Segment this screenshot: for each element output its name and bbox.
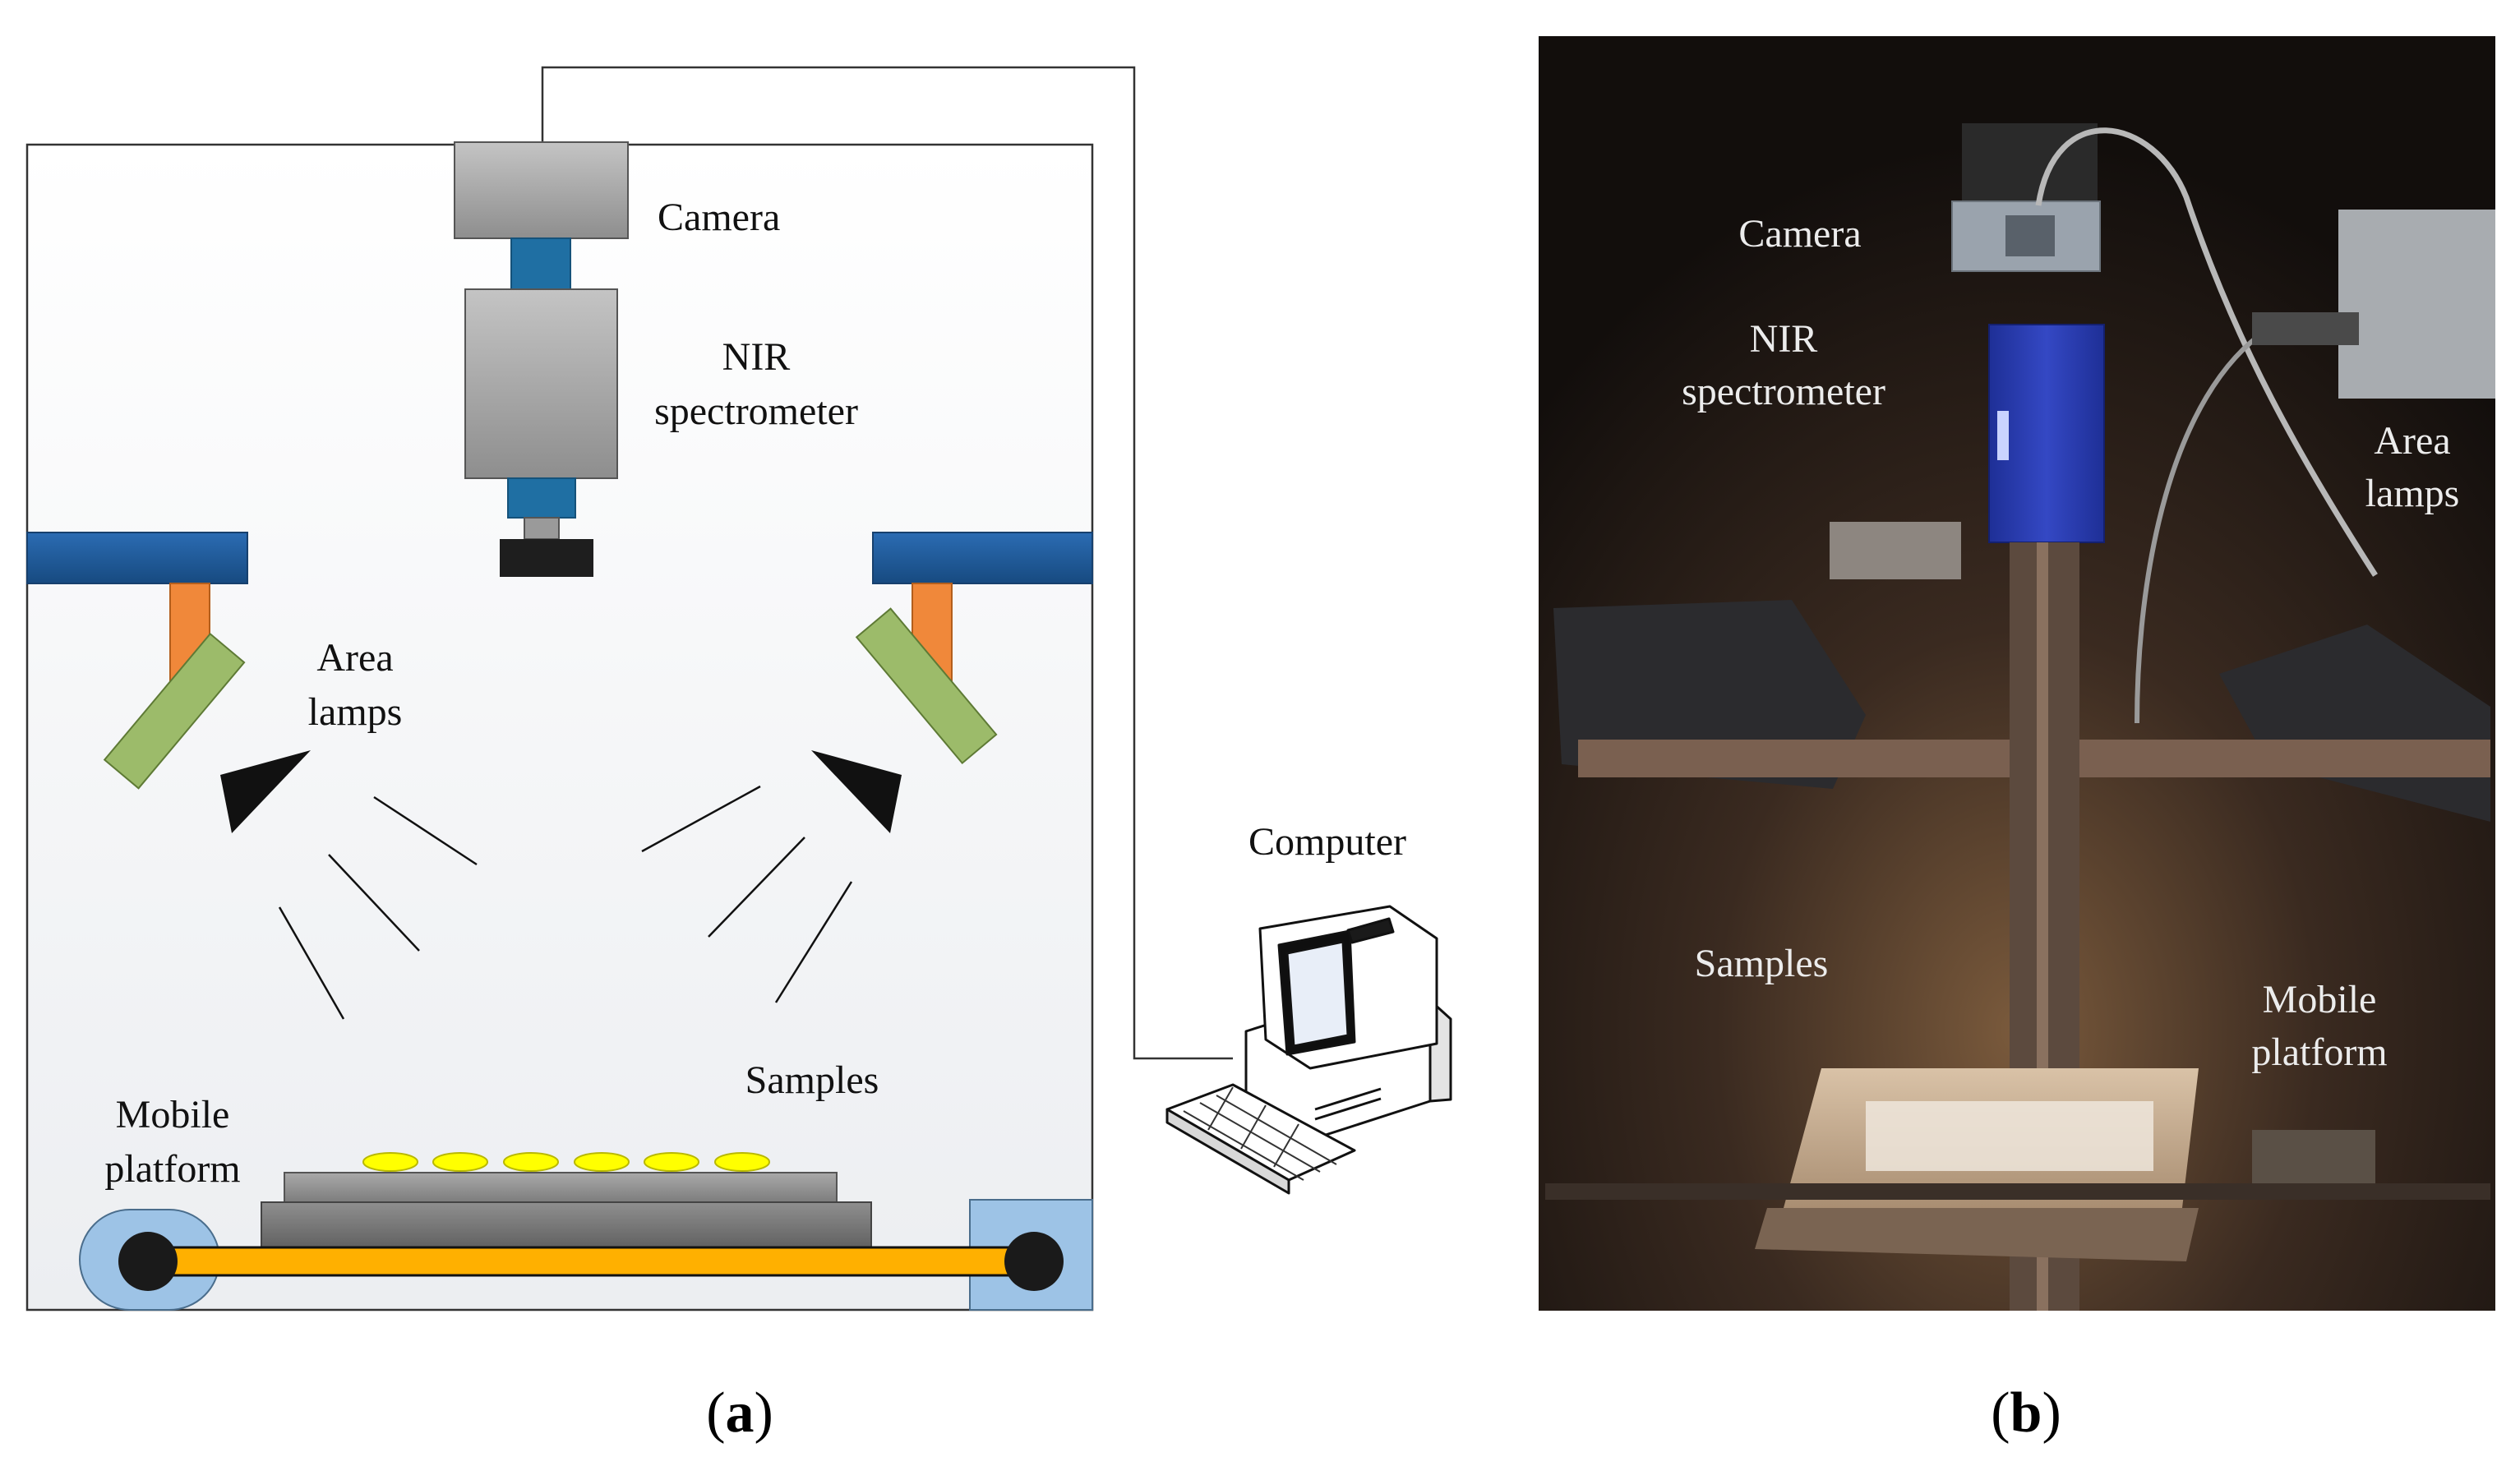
label-mobile: Mobile — [2263, 978, 2377, 1021]
label-nir: NIR — [722, 335, 791, 379]
sample-disc-icon — [714, 1152, 770, 1172]
label-samples: Samples — [1695, 942, 1829, 985]
lens-icon — [500, 539, 593, 577]
platform-base — [261, 1201, 872, 1254]
panel-a-schematic: Camera NIR spectrometer Area lamps Compu… — [25, 66, 1452, 1445]
label-lamps: lamps — [308, 690, 403, 734]
sample-tray — [284, 1172, 838, 1203]
spectrometer-icon — [464, 288, 618, 479]
caption-b-letter: b — [2010, 1381, 2042, 1445]
lamp-bar-left — [26, 532, 248, 584]
lens-mount — [507, 477, 576, 519]
label-area: Area — [316, 636, 393, 680]
lamp-bar-right — [872, 532, 1093, 584]
camera-icon — [454, 141, 629, 239]
caption-b-close: ) — [2042, 1381, 2061, 1445]
lamp-fixture — [2252, 312, 2359, 345]
samples — [362, 1152, 770, 1172]
label-samples: Samples — [745, 1058, 879, 1102]
label-spectrometer: spectrometer — [654, 390, 858, 433]
label-lamps: lamps — [2365, 472, 2460, 515]
spectrometer-label — [1997, 411, 2009, 460]
mounting-bracket — [1830, 522, 1961, 579]
label-camera: Camera — [1738, 212, 1861, 256]
panel-b-photo: Camera NIR spectrometer Area lamps Sampl… — [1539, 36, 2495, 1445]
camera-vent — [2005, 215, 2055, 256]
caption-b: (b) — [1991, 1381, 2061, 1445]
area-lamp-icon — [2338, 210, 2495, 399]
lamp-head-right — [811, 750, 902, 833]
sample-disc-icon — [574, 1152, 630, 1172]
fiber-cable — [2035, 127, 2378, 577]
label-spectrometer: spectrometer — [1682, 370, 1885, 413]
sample-disc-icon — [644, 1152, 699, 1172]
fiber-cable — [2135, 326, 2270, 724]
platform-base — [1755, 1208, 2199, 1261]
computer-icon — [1165, 905, 1452, 1195]
sample-disc-icon — [362, 1152, 418, 1172]
camera-coupler — [510, 237, 571, 290]
data-cable — [541, 66, 1233, 1060]
sample-grid — [1866, 1101, 2153, 1171]
label-computer: Computer — [1248, 820, 1406, 864]
area-lamp-icon — [103, 632, 246, 790]
area-lamp-icon — [855, 607, 998, 765]
conveyor-belt — [146, 1246, 1036, 1277]
caption-a-letter: a — [726, 1381, 755, 1445]
platform-motor — [2252, 1130, 2375, 1183]
lens-neck — [524, 517, 560, 540]
label-platform: platform — [2251, 1030, 2387, 1074]
sample-disc-icon — [432, 1152, 488, 1172]
lamp-head-left — [220, 750, 311, 833]
keyboard-icon — [1183, 1086, 1337, 1181]
caption-a-close: ) — [755, 1381, 773, 1445]
label-nir: NIR — [1750, 317, 1818, 361]
platform-rail — [1545, 1183, 2490, 1200]
light-rays — [278, 785, 853, 1020]
sample-disc-icon — [503, 1152, 559, 1172]
roller-icon — [1004, 1232, 1064, 1291]
label-platform: platform — [104, 1147, 240, 1191]
label-area: Area — [2374, 419, 2450, 463]
caption-b-open: ( — [1991, 1381, 2010, 1445]
caption-a-open: ( — [706, 1381, 725, 1445]
caption-a: (a) — [706, 1381, 773, 1445]
roller-icon — [118, 1232, 178, 1291]
label-camera: Camera — [658, 196, 780, 239]
label-mobile: Mobile — [116, 1093, 230, 1136]
